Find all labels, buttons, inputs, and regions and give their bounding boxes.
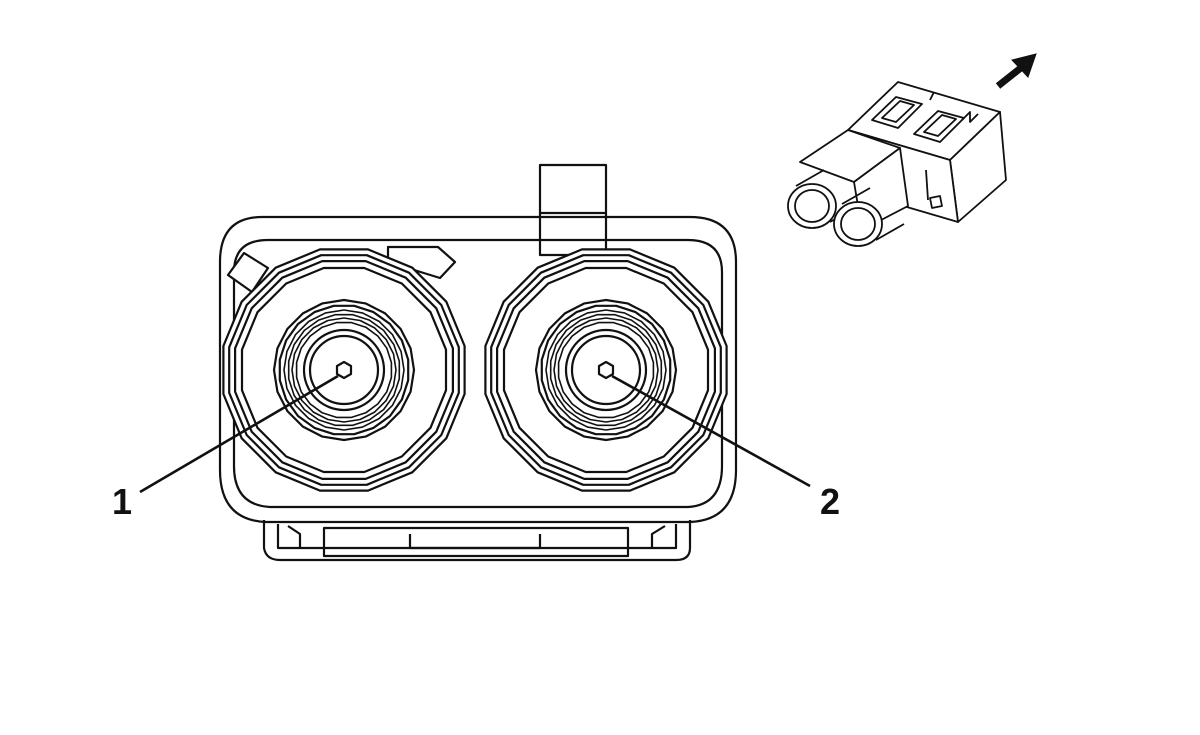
inner-ring-4: [553, 317, 659, 423]
leader-line-2: [611, 374, 811, 488]
socket-bore-1: [308, 334, 380, 406]
inner-ring-1: [540, 304, 672, 436]
latch-tab: [538, 163, 608, 257]
leader-line-1: [139, 374, 339, 494]
outer-ring-3: [240, 266, 448, 474]
arrow-up-right-icon: [995, 53, 1037, 89]
callout-leaders: [139, 374, 811, 494]
connector-face: [218, 163, 738, 562]
outer-ring-2: [234, 260, 454, 480]
outer-ring-3: [502, 266, 710, 474]
socket-bore-1: [570, 334, 642, 406]
housing-inner: [232, 238, 724, 509]
inner-ring-3: [549, 313, 663, 427]
key-notch-left: [226, 251, 270, 294]
inner-ring-3: [287, 313, 401, 427]
callout-label-1: 1: [112, 481, 132, 522]
pin-1: [335, 360, 353, 380]
inner-ring-4: [291, 317, 397, 423]
inner-ring-5: [295, 321, 393, 419]
port-2: [484, 248, 728, 492]
bottom-rail: [262, 520, 692, 562]
inner-ring-2: [283, 309, 405, 431]
outer-ring-2: [496, 260, 717, 480]
inner-ring-2: [545, 309, 667, 431]
barrel-right: [833, 187, 905, 247]
connector-isometric-icon: [787, 81, 1007, 247]
port-1: [222, 248, 466, 492]
inner-ring-0: [272, 298, 416, 442]
callout-labels: 1 2: [112, 481, 840, 522]
callout-label-2: 2: [820, 481, 840, 522]
outer-ring-1: [228, 254, 460, 486]
inner-ring-5: [557, 321, 655, 419]
pin-2: [597, 360, 615, 380]
inner-ring-1: [278, 304, 410, 436]
inner-ring-0: [534, 298, 678, 442]
outer-ring-1: [490, 254, 722, 486]
